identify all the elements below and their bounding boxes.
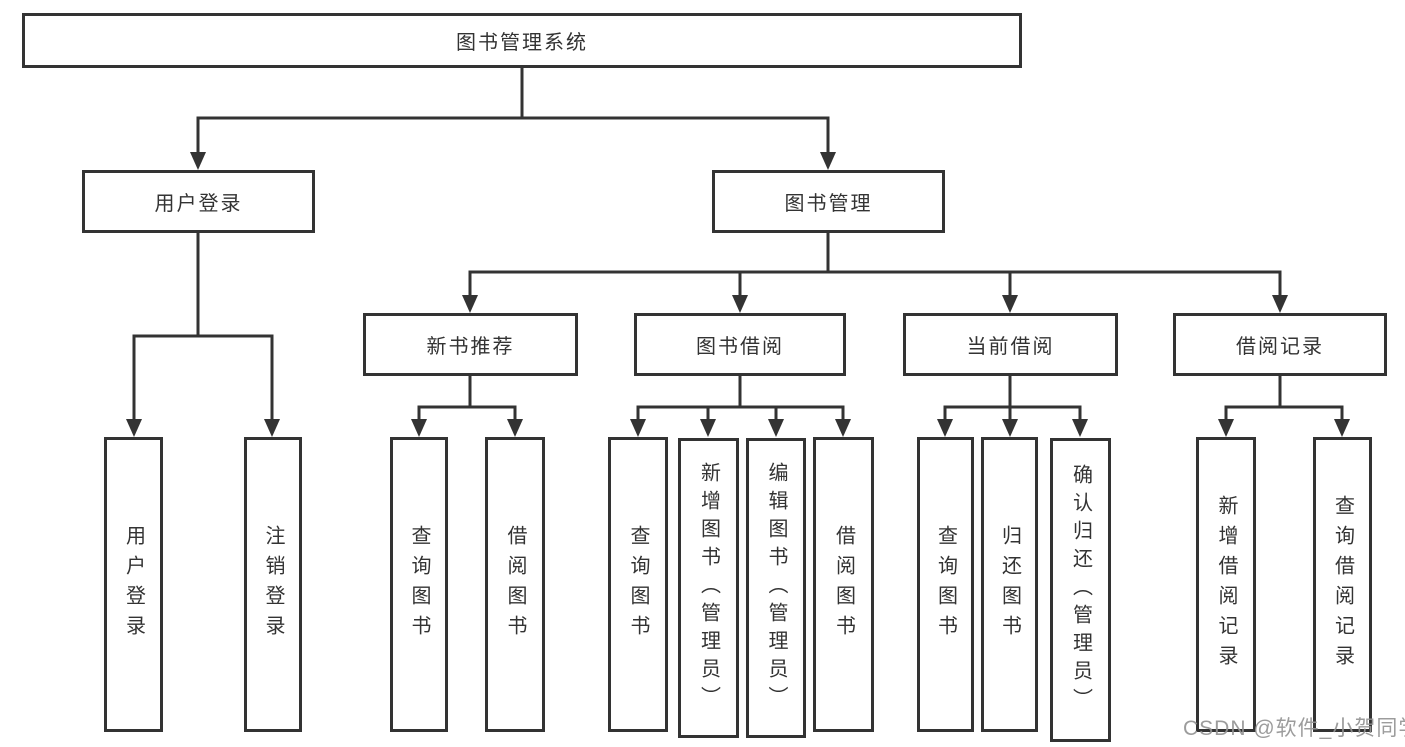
node-new-book-recommend: 新书推荐	[363, 313, 578, 376]
csdn-watermark: CSDN @软件_小贺同学	[1183, 717, 1405, 740]
edges-new-book-recommend	[411, 376, 523, 437]
node-borrowing-records-label: 借阅记录	[1236, 336, 1324, 358]
leaf-confirm-return-admin: 确认归还（管理员）	[1050, 438, 1111, 742]
node-book-borrowing: 图书借阅	[634, 313, 846, 376]
leaf-borrowing-query-books-label: 查询图书	[627, 524, 649, 645]
leaf-return-books-label: 归还图书	[998, 524, 1021, 645]
edges-book-borrowing	[630, 376, 851, 437]
node-library-system: 图书管理系统	[22, 13, 1022, 68]
edges-book-management	[462, 233, 1288, 313]
leaf-current-query-books-label: 查询图书	[934, 524, 957, 645]
leaf-recommend-borrow-books-label: 借阅图书	[504, 524, 526, 645]
leaf-user-login-label: 用户登录	[122, 524, 145, 645]
edges-root	[190, 68, 836, 170]
leaf-logout-login: 注销登录	[244, 437, 302, 732]
leaf-current-query-books: 查询图书	[917, 437, 974, 732]
node-library-system-label: 图书管理系统	[456, 32, 588, 54]
node-current-borrowing: 当前借阅	[903, 313, 1118, 376]
edges-borrowing-records	[1218, 375, 1350, 437]
leaf-recommend-query-books: 查询图书	[390, 437, 448, 732]
node-book-management: 图书管理	[712, 170, 945, 233]
node-borrowing-records: 借阅记录	[1173, 313, 1387, 376]
node-user-login-label: 用户登录	[154, 193, 243, 215]
leaf-edit-books-admin-label: 编辑图书（管理员）	[765, 462, 787, 714]
leaf-recommend-borrow-books: 借阅图书	[485, 437, 545, 732]
edges-user-login	[126, 233, 280, 437]
leaf-borrowing-query-books: 查询图书	[608, 437, 668, 732]
node-book-management-label: 图书管理	[784, 193, 873, 215]
leaf-add-books-admin-label: 新增图书（管理员）	[697, 462, 720, 714]
edges-current-borrowing	[937, 375, 1088, 437]
node-user-login: 用户登录	[82, 170, 315, 233]
leaf-confirm-return-admin-label: 确认归还（管理员）	[1069, 464, 1092, 716]
leaf-user-login: 用户登录	[104, 437, 163, 732]
leaf-borrowing-borrow-books: 借阅图书	[813, 437, 874, 732]
leaf-borrowing-borrow-books-label: 借阅图书	[832, 524, 855, 645]
leaf-add-borrow-record-label: 新增借阅记录	[1215, 494, 1237, 675]
node-current-borrowing-label: 当前借阅	[966, 336, 1055, 358]
leaf-edit-books-admin: 编辑图书（管理员）	[746, 438, 806, 738]
node-new-book-recommend-label: 新书推荐	[426, 336, 515, 358]
leaf-add-books-admin: 新增图书（管理员）	[678, 438, 739, 738]
leaf-add-borrow-record: 新增借阅记录	[1196, 437, 1256, 732]
leaf-logout-login-label: 注销登录	[262, 524, 284, 645]
leaf-query-borrow-record: 查询借阅记录	[1313, 437, 1372, 732]
node-book-borrowing-label: 图书借阅	[696, 336, 784, 358]
leaf-query-borrow-record-label: 查询借阅记录	[1331, 494, 1354, 675]
leaf-recommend-query-books-label: 查询图书	[408, 524, 430, 645]
leaf-return-books: 归还图书	[981, 437, 1038, 732]
